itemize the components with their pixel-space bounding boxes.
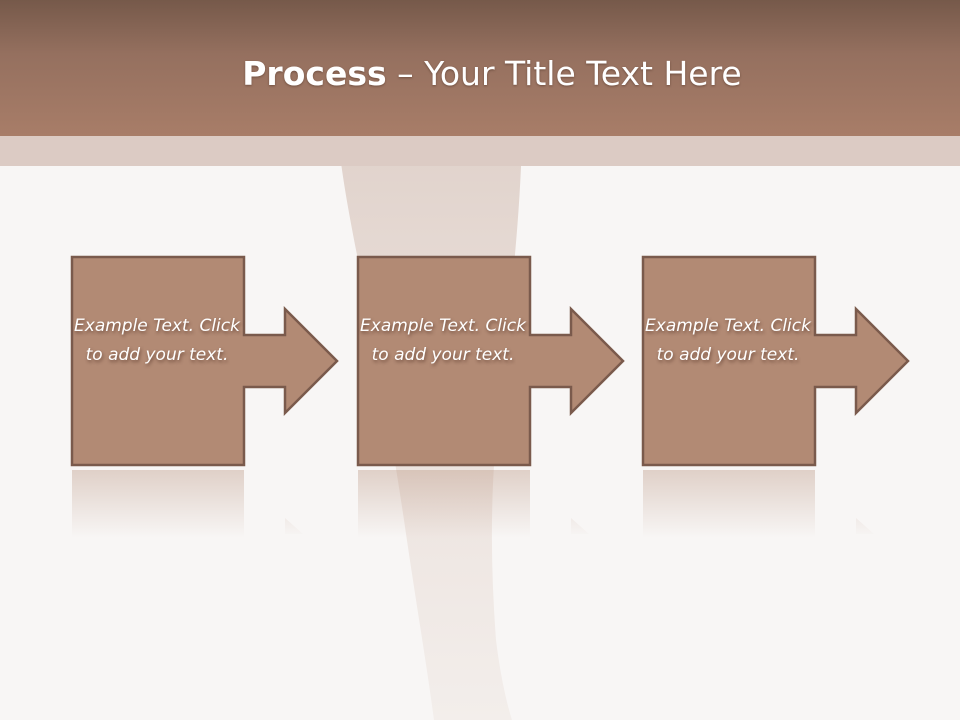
step-3-reflection — [642, 468, 912, 538]
step-1-text: Example Text. Click to add your text. — [74, 316, 240, 365]
step-2-arrow-shape — [356, 255, 625, 467]
title-band — [0, 136, 960, 166]
title-bar — [0, 0, 960, 136]
process-step-2[interactable]: Example Text. Click to add your text. — [356, 255, 627, 468]
step-2-text: Example Text. Click to add your text. — [360, 316, 526, 365]
process-step-1[interactable]: Example Text. Click to add your text. — [70, 255, 341, 468]
slide-title[interactable]: Process – Your Title Text Here — [0, 52, 960, 96]
title-rest: – Your Title Text Here — [386, 54, 742, 93]
process-step-3[interactable]: Example Text. Click to add your text. — [641, 255, 912, 468]
title-bold: Process — [242, 54, 387, 93]
step-3-text: Example Text. Click to add your text. — [645, 316, 811, 365]
step-2-reflection — [357, 468, 627, 538]
step-3-arrow-shape — [641, 255, 910, 467]
step-1-reflection — [71, 468, 341, 538]
step-1-arrow-shape — [70, 255, 339, 467]
